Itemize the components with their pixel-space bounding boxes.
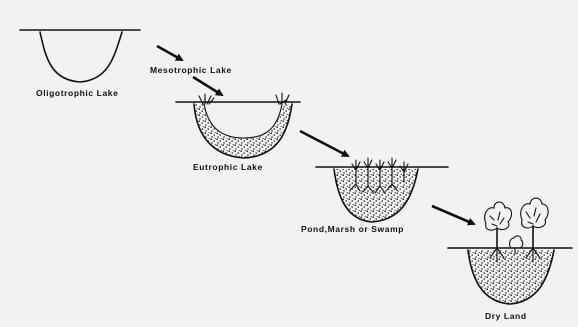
label-dry-land: Dry Land xyxy=(485,311,527,321)
label-mesotrophic-lake: Mesotrophic Lake xyxy=(150,65,232,75)
label-eutrophic-lake: Eutrophic Lake xyxy=(193,162,263,172)
label-oligotrophic-lake: Oligotrophic Lake xyxy=(36,88,118,98)
label-pond-marsh-swamp: Pond,Marsh or Swamp xyxy=(301,224,404,234)
